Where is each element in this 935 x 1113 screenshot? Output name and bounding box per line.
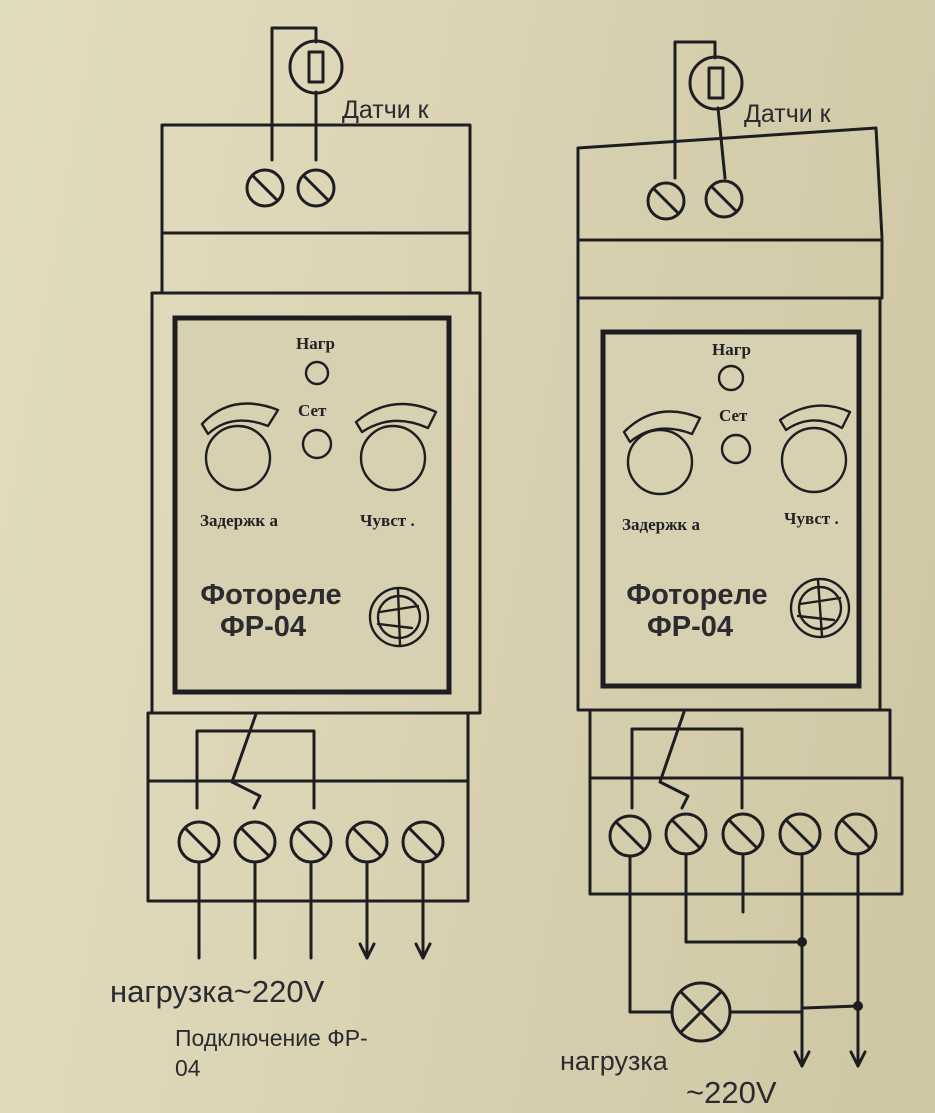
relay-contact-wire xyxy=(195,729,316,810)
light-sensor-right xyxy=(673,40,744,180)
manufacturer-logo-icon xyxy=(368,586,430,648)
housing-right xyxy=(576,126,904,896)
photorelay-left: Датчи к Нагр Сет Задержк а Чувст . Фотор… xyxy=(146,26,482,960)
relay-contact-wire xyxy=(630,727,744,810)
external-wiring-right xyxy=(628,852,867,1068)
sensor-label: Датчи к xyxy=(342,96,430,124)
led-network xyxy=(720,433,752,465)
left-load-voltage-caption: нагрузка~220V xyxy=(110,974,325,1009)
device-title-line2: ФР-04 xyxy=(220,611,306,643)
output-terminals-left xyxy=(177,820,445,864)
indicator-load-label: Нагр xyxy=(296,334,335,353)
relay-switch-symbol xyxy=(230,712,262,810)
right-load-caption: нагрузка xyxy=(560,1046,669,1076)
sensitivity-scale-arc xyxy=(354,402,438,434)
housing-left xyxy=(146,123,482,903)
photorelay-right: Датчи к Нагр Сет Задержк а Чувст . Фотор… xyxy=(576,40,904,1068)
led-load xyxy=(717,364,745,392)
led-network xyxy=(301,428,333,460)
indicator-network-label: Сет xyxy=(719,406,748,425)
sensitivity-knob-label: Чувст . xyxy=(360,511,415,530)
delay-knob-label: Задержк а xyxy=(622,515,700,534)
delay-knob-label: Задержк а xyxy=(200,511,278,530)
lamp-icon xyxy=(670,981,732,1043)
indicator-network-label: Сет xyxy=(298,401,327,420)
delay-scale-arc xyxy=(200,402,280,436)
device-title-line1: Фотореле xyxy=(200,579,341,611)
connection-caption-line1: Подключение ФР- xyxy=(175,1025,368,1051)
output-terminals-right xyxy=(608,812,878,858)
sensitivity-knob xyxy=(359,424,427,492)
device-title-line1: Фотореле xyxy=(626,579,767,611)
sensor-terminal-1 xyxy=(646,181,686,221)
led-load xyxy=(304,360,330,386)
sensitivity-knob xyxy=(780,426,848,494)
indicator-load-label: Нагр xyxy=(712,340,751,359)
output-wires-left xyxy=(197,860,432,960)
delay-knob xyxy=(626,428,694,496)
connection-caption-line2: 04 xyxy=(175,1055,201,1081)
relay-switch-symbol xyxy=(658,710,690,810)
sensitivity-knob-label: Чувст . xyxy=(784,509,839,528)
delay-knob xyxy=(204,424,272,492)
sensor-terminal-2 xyxy=(296,168,336,208)
junction-dot xyxy=(853,1001,863,1011)
right-voltage-caption: ~220V xyxy=(686,1075,777,1110)
manufacturer-logo-icon xyxy=(789,577,851,639)
front-panel-left xyxy=(172,315,452,695)
sensitivity-scale-arc xyxy=(778,404,852,432)
sensor-terminal-1 xyxy=(245,168,285,208)
light-sensor-left xyxy=(270,26,344,162)
sensor-label: Датчи к xyxy=(744,100,832,128)
device-title-line2: ФР-04 xyxy=(647,611,733,643)
junction-dot xyxy=(797,937,807,947)
sensor-terminal-2 xyxy=(704,179,744,219)
